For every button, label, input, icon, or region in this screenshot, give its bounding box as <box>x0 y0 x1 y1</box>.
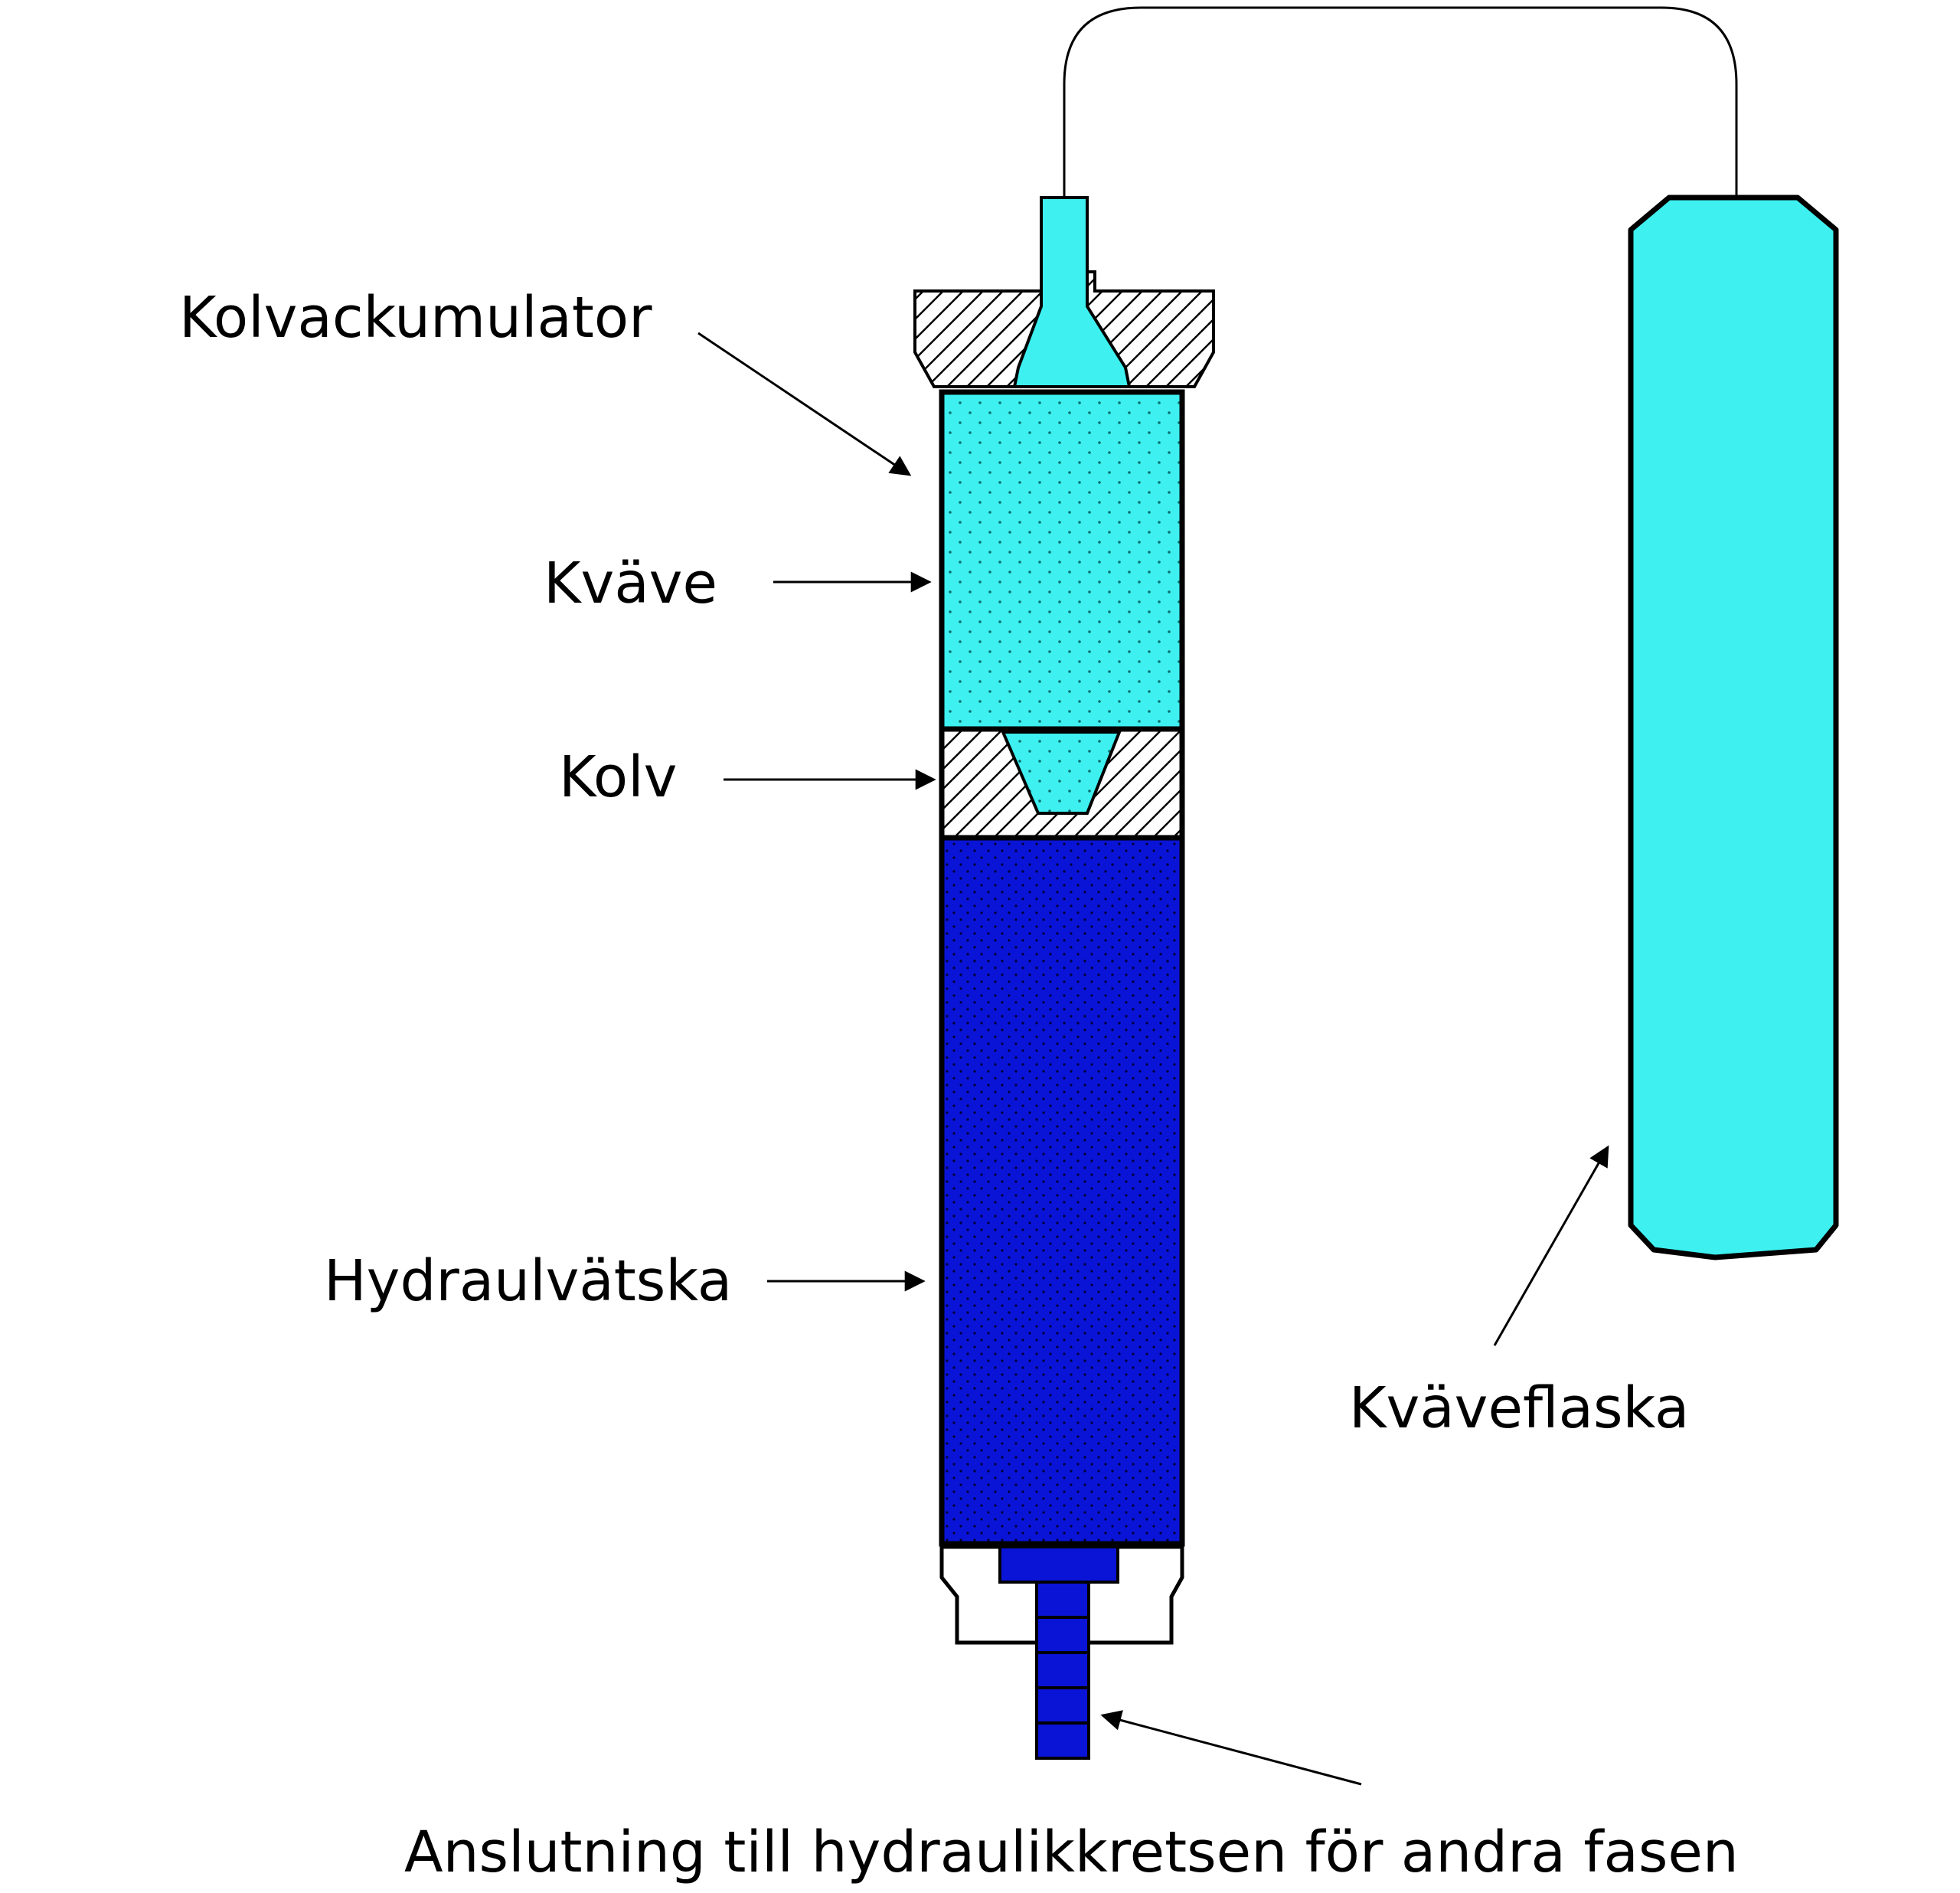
label-hydraulic-fluid: Hydraulvätska <box>324 1248 733 1314</box>
label-accumulator: Kolvackumulator <box>179 285 652 351</box>
label-nitrogen: Kväve <box>544 551 717 616</box>
bottom-flange <box>998 1545 1119 1584</box>
nitrogen-bottle-arrow <box>1493 1145 1609 1346</box>
label-piston: Kolv <box>559 744 678 810</box>
piston-cavity <box>1000 731 1122 815</box>
connection-arrow <box>1100 1710 1362 1786</box>
nitrogen-chamber <box>939 389 1185 732</box>
hydraulic-fluid-chamber <box>939 835 1185 1547</box>
gas-inlet-nozzle <box>1012 196 1132 388</box>
gas-line <box>1063 6 1738 199</box>
label-nitrogen-bottle: Kväveflaska <box>1349 1375 1690 1441</box>
nitrogen-bottle <box>1628 195 1839 1260</box>
hydraulic-connection-stem <box>1035 1581 1090 1760</box>
accumulator-arrow <box>697 332 912 476</box>
label-connection: Anslutning till hydraulikkretsen för and… <box>404 1819 1739 1885</box>
